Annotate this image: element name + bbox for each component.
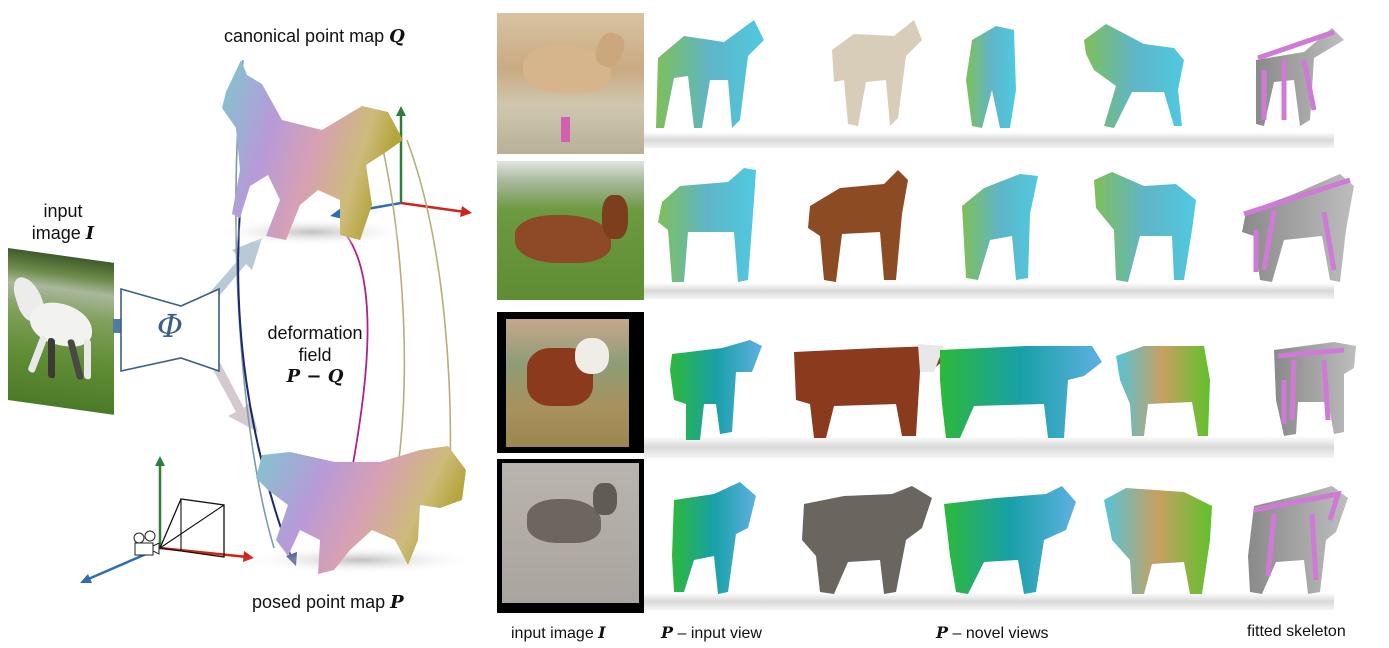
column-label-input-view: P – input view	[661, 623, 762, 642]
network-phi-box	[120, 287, 220, 373]
input-photo-foal	[497, 13, 644, 154]
row2-renders	[658, 168, 1354, 282]
reconstruction-renders	[644, 20, 1356, 610]
canonical-point-map-horse	[222, 60, 403, 240]
network-phi-symbol: Φ	[156, 307, 184, 345]
posed-point-map-label: posed point map P	[252, 592, 404, 613]
row3-renders	[670, 340, 1356, 440]
input-photo-brown-horse	[497, 161, 644, 300]
deformation-field-label: deformation field P − Q	[267, 323, 363, 387]
row4-renders	[672, 482, 1348, 594]
skeleton-render	[1256, 28, 1344, 126]
input-photo-bighorn-lamb	[497, 459, 644, 613]
row1-renders	[656, 20, 1344, 128]
movie-camera-icon	[133, 530, 160, 556]
column-label-novel-views: P – novel views	[936, 623, 1049, 642]
pipeline-graphics	[80, 59, 480, 583]
posed-point-map-horse	[256, 446, 466, 574]
input-photo-calf	[497, 312, 644, 453]
canonical-point-map-label: canonical point map Q	[224, 26, 405, 47]
column-label-input-image: input image I	[511, 623, 606, 642]
input-image-label: input image I	[31, 201, 95, 244]
column-label-fitted-skeleton: fitted skeleton	[1247, 623, 1346, 640]
